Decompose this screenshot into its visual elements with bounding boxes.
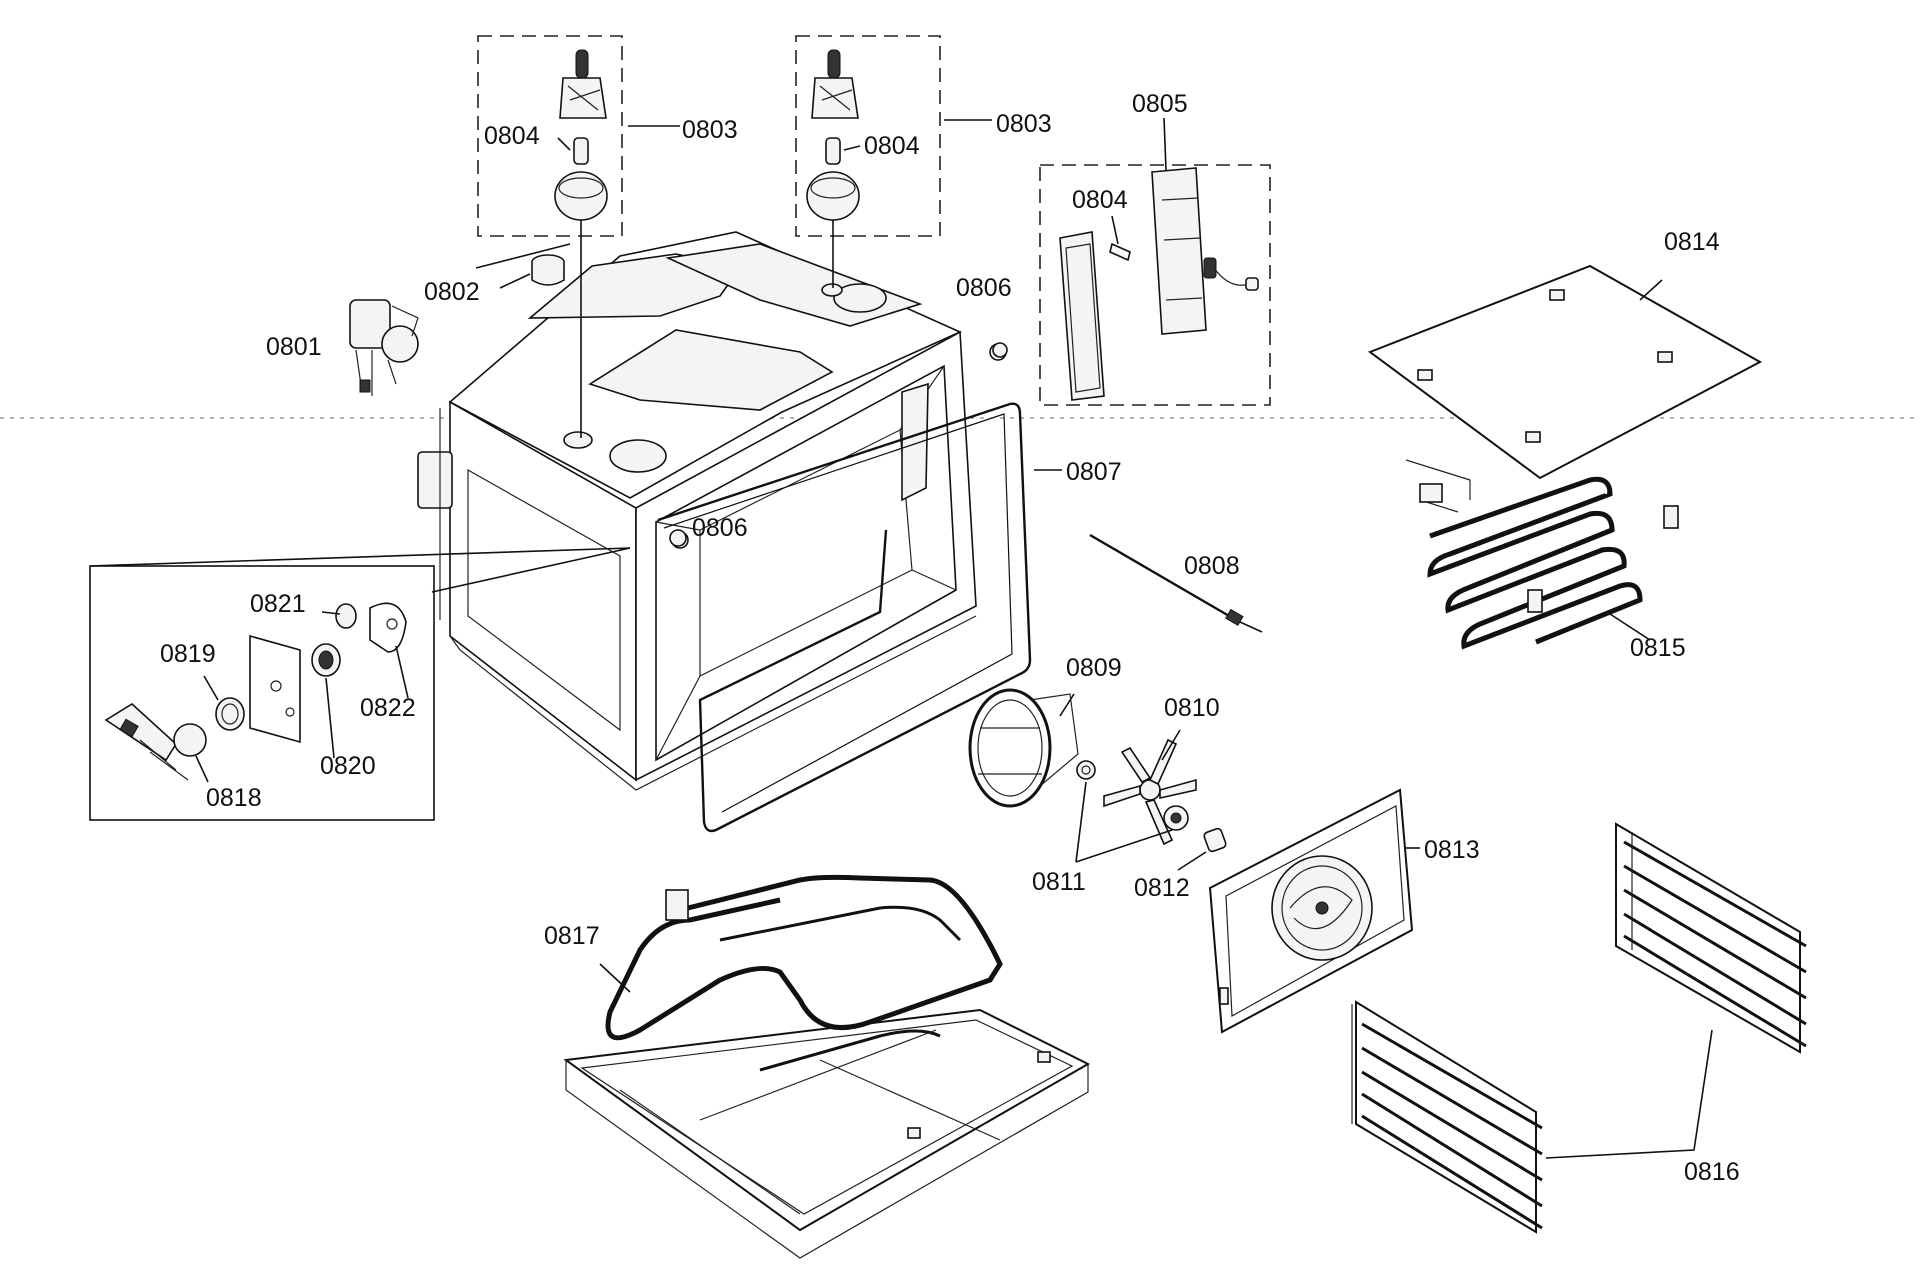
inset-box <box>89 565 435 821</box>
leader-top-left <box>475 243 571 269</box>
rack-guide-right <box>1615 822 1807 1054</box>
side-lamp-housing <box>1151 167 1259 335</box>
leader-0809 <box>1059 693 1075 717</box>
label-0806-top: 0806 <box>956 274 1012 302</box>
door-lock-motor <box>349 299 419 396</box>
leader-0818 <box>195 755 209 783</box>
label-0801: 0801 <box>266 333 322 361</box>
label-0808: 0808 <box>1184 552 1240 580</box>
side-lamp-cover <box>1059 231 1105 401</box>
inset-pointer <box>89 547 631 593</box>
label-0805: 0805 <box>1132 90 1188 118</box>
label-0819: 0819 <box>160 640 216 668</box>
label-0807: 0807 <box>1066 458 1122 486</box>
label-0822: 0822 <box>360 694 416 722</box>
side-lamp-bulb <box>1109 242 1131 262</box>
label-0813: 0813 <box>1424 836 1480 864</box>
convection-fan-ring <box>968 688 1079 808</box>
door-lock-switch <box>104 703 207 781</box>
label-0815: 0815 <box>1630 634 1686 662</box>
oven-cavity <box>417 231 1007 791</box>
door-gasket-inner <box>663 413 1013 813</box>
grommet-top <box>992 342 1008 358</box>
label-0818: 0818 <box>206 784 262 812</box>
leader-0805 <box>1163 117 1167 171</box>
vent-connector <box>531 254 565 286</box>
label-0806-front: 0806 <box>692 514 748 542</box>
label-0804-left: 0804 <box>484 122 540 150</box>
label-0804-side: 0804 <box>1072 186 1128 214</box>
leader-0814 <box>1639 279 1663 301</box>
lock-cam <box>369 602 407 653</box>
lock-bushing <box>311 643 341 677</box>
leader-0822 <box>395 645 409 699</box>
label-0812: 0812 <box>1134 874 1190 902</box>
label-0804-right: 0804 <box>864 132 920 160</box>
label-0821: 0821 <box>250 590 306 618</box>
fan-nut <box>1203 827 1227 853</box>
leader-0821 <box>321 611 341 615</box>
lamp-assembly-box-right <box>795 35 941 237</box>
leader-0815 <box>1609 613 1651 641</box>
side-lamp-assembly-box <box>1039 164 1271 406</box>
leader-0811 <box>1075 781 1173 863</box>
rack-guide-left <box>1351 1000 1543 1234</box>
lamp-assembly-box-left <box>477 35 623 237</box>
top-heater-cover <box>1367 264 1763 480</box>
leader-0810 <box>1161 729 1181 761</box>
label-0817: 0817 <box>544 922 600 950</box>
broil-element <box>1405 459 1679 650</box>
label-0820: 0820 <box>320 752 376 780</box>
door-gasket <box>657 402 1032 833</box>
label-0810: 0810 <box>1164 694 1220 722</box>
leader-0804b <box>843 145 861 151</box>
label-0811: 0811 <box>1032 868 1086 896</box>
leader-0812 <box>1177 851 1207 871</box>
label-0802: 0802 <box>424 278 480 306</box>
lock-spacer <box>335 603 357 629</box>
lock-plate <box>249 634 301 744</box>
washer <box>1076 760 1096 780</box>
leader-0816 <box>1545 1029 1713 1159</box>
label-0816: 0816 <box>1684 1158 1740 1186</box>
bake-element <box>605 874 1003 1072</box>
temperature-sensor <box>1089 533 1263 633</box>
lock-bracket-seal <box>215 697 245 731</box>
bottom-tray <box>563 1008 1091 1259</box>
label-0814: 0814 <box>1664 228 1720 256</box>
leader-0804a <box>557 137 571 151</box>
leader-0802 <box>499 273 531 289</box>
label-0809: 0809 <box>1066 654 1122 682</box>
grommet-front <box>669 529 687 547</box>
label-0803-right: 0803 <box>996 110 1052 138</box>
leader-0817 <box>599 963 631 993</box>
leader-0819 <box>203 675 219 701</box>
label-0803-left: 0803 <box>682 116 738 144</box>
rear-fan-cover <box>1208 788 1414 1034</box>
lamp-socket-left <box>554 49 608 221</box>
leader-0804c <box>1111 215 1119 245</box>
lamp-socket-right <box>806 49 860 221</box>
hub-nut <box>1163 805 1189 831</box>
leader-0820 <box>325 677 335 759</box>
